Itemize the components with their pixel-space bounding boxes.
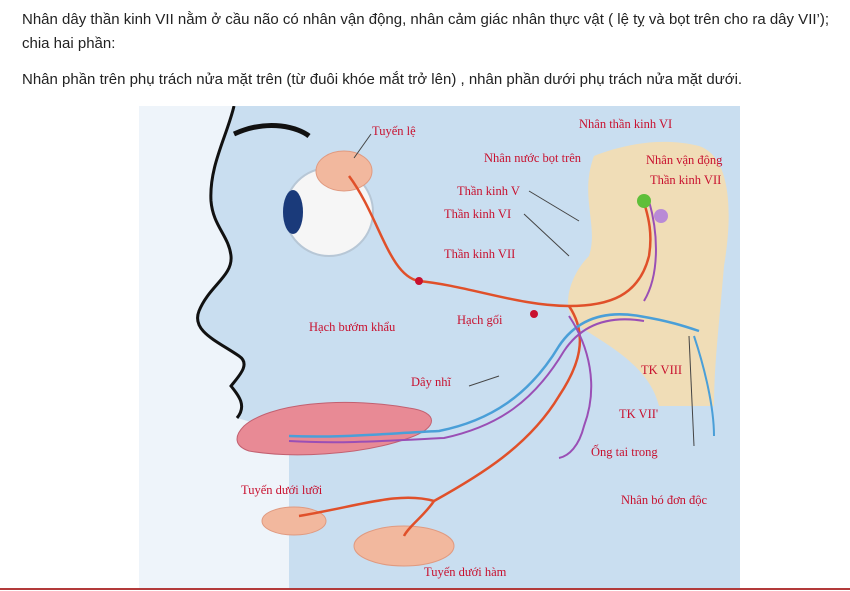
- brainstem: [568, 141, 729, 407]
- label-ong-tai-trong: Ống tai trong: [591, 444, 658, 459]
- pterygopalatine-ganglion-dot: [415, 277, 423, 285]
- visceral-fiber-path: [288, 318, 645, 444]
- face-outline: [196, 106, 246, 419]
- label-tuyen-duoi-luoi: Tuyến dưới lưỡi: [241, 483, 323, 497]
- motor-loop: [643, 200, 657, 302]
- sublingual-nerve-path: [298, 496, 435, 518]
- lacrimal-nerve-path: [347, 175, 652, 308]
- label-nhan-than-kinh-vii: Thần kinh VII: [650, 173, 721, 187]
- sublingual-gland: [261, 506, 327, 536]
- iris: [283, 190, 303, 234]
- face-profile: [139, 106, 289, 588]
- nucleus-vi-dot: [637, 194, 651, 208]
- division-paragraph: Nhân phần trên phụ trách nửa mặt trên (t…: [22, 71, 743, 88]
- internal-ear-branch: [558, 315, 593, 459]
- label-tk-vii-prime: TK VII': [619, 407, 658, 421]
- chorda-tympani-path: [402, 305, 582, 537]
- diagram-svg: Tuyến lệ Nhân thần kinh VI Nhân nước bọt…: [139, 106, 740, 588]
- taste-fiber-path: [288, 313, 700, 438]
- label-nhan-bo-don-doc: Nhân bó đơn độc: [621, 493, 708, 507]
- pointer-than-kinh-v: [528, 190, 580, 222]
- pointer-tuyen-le: [353, 133, 372, 159]
- geniculate-ganglion-dot: [530, 310, 538, 318]
- eyebrow: [232, 122, 311, 139]
- intro-paragraph: Nhân dây thần kinh VII nằm ở cầu não có …: [22, 11, 830, 52]
- label-hach-goi: Hạch gối: [457, 313, 503, 327]
- label-hach-buom-khau: Hạch bướm khẩu: [309, 320, 396, 334]
- label-nhan-than-kinh-vi: Nhân thần kinh VI: [579, 117, 672, 131]
- motor-nucleus-dot: [654, 209, 668, 223]
- submandibular-gland: [353, 525, 455, 567]
- label-day-nhi: Dây nhĩ: [411, 375, 451, 389]
- facial-nerve-diagram: Tuyến lệ Nhân thần kinh VI Nhân nước bọt…: [139, 106, 740, 588]
- pointer-nhan-bo-don-doc: [688, 335, 695, 447]
- pointer-day-nhi: [468, 375, 500, 387]
- solitary-tract-branch: [693, 335, 715, 437]
- label-tuyen-le: Tuyến lệ: [372, 124, 416, 138]
- bottom-divider: [0, 588, 850, 590]
- pointer-than-kinh-vi: [523, 213, 570, 257]
- label-than-kinh-vi: Thần kinh VI: [444, 207, 511, 221]
- label-tk-viii: TK VIII: [641, 363, 682, 377]
- label-nhan-nuoc-bot-tren: Nhân nước bọt trên: [484, 151, 582, 165]
- label-nhan-van-dong: Nhân vận động: [646, 153, 723, 167]
- label-tuyen-duoi-ham: Tuyến dưới hàm: [424, 565, 507, 579]
- label-than-kinh-vii: Thần kinh VII: [444, 247, 515, 261]
- lacrimal-gland: [315, 150, 373, 192]
- label-than-kinh-v: Thần kinh V: [457, 184, 520, 198]
